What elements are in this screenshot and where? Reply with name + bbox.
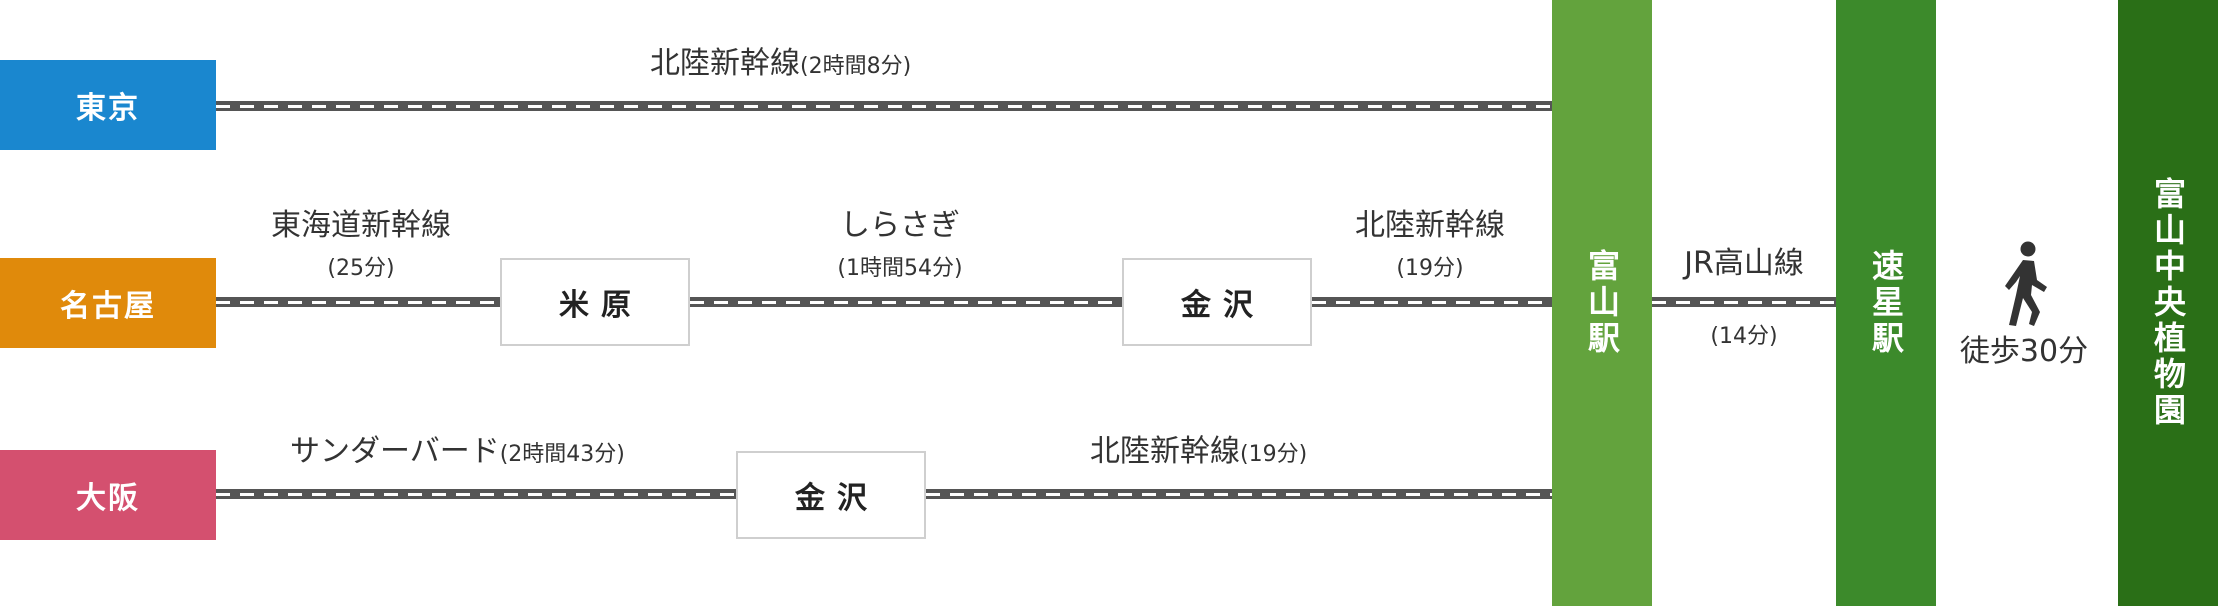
hayahoshi-station-label: 速星駅 <box>1867 249 1905 357</box>
osaka-seg1-line: サンダーバード <box>290 434 500 469</box>
transfer-station-kanazawa-osaka: 金沢 <box>736 451 926 539</box>
hayahoshi-station-bar: 速星駅 <box>1836 0 1936 606</box>
origin-osaka: 大阪 <box>0 450 216 540</box>
track-jr-takayama <box>1652 297 1836 307</box>
osaka-seg2-label: 北陸新幹線(19分) <box>1090 434 1307 470</box>
walking-person-icon <box>1990 240 2060 330</box>
nagoya-seg1-time: (25分) <box>327 256 395 281</box>
toyama-station-bar: 富山駅 <box>1552 0 1652 606</box>
track-nagoya-seg2 <box>690 297 1122 307</box>
toyama-station-label: 富山駅 <box>1583 249 1621 357</box>
tokyo-line-time: (2時間8分) <box>800 54 912 79</box>
transfer-station-maibara: 米原 <box>500 258 690 346</box>
track-osaka-seg2 <box>926 489 1552 499</box>
jr-line-time: (14分) <box>1710 324 1778 349</box>
track-osaka-seg1 <box>216 489 736 499</box>
osaka-seg2-time: (19分) <box>1240 442 1308 467</box>
destination-bar: 富山中央植物園 <box>2118 0 2218 606</box>
track-nagoya-seg3 <box>1312 297 1552 307</box>
tokyo-route-label: 北陸新幹線(2時間8分) <box>650 46 911 82</box>
destination-label: 富山中央植物園 <box>2149 177 2187 429</box>
walk-text: 徒歩30分 <box>1959 334 2089 369</box>
osaka-seg1-time: (2時間43分) <box>499 442 625 467</box>
nagoya-seg1-line: 東海道新幹線 <box>271 208 451 243</box>
nagoya-seg2-time: (1時間54分) <box>837 256 963 281</box>
nagoya-seg3-line: 北陸新幹線 <box>1355 208 1505 243</box>
nagoya-seg3-time: (19分) <box>1396 256 1464 281</box>
osaka-seg2-line: 北陸新幹線 <box>1090 434 1240 469</box>
track-nagoya-seg1 <box>216 297 500 307</box>
osaka-seg1-label: サンダーバード(2時間43分) <box>290 434 625 470</box>
transfer-station-kanazawa-nagoya: 金沢 <box>1122 258 1312 346</box>
origin-tokyo: 東京 <box>0 60 216 150</box>
track-tokyo <box>216 101 1552 111</box>
jr-line-name: JR高山線 <box>1684 246 1804 281</box>
origin-nagoya: 名古屋 <box>0 258 216 348</box>
nagoya-seg2-line: しらさぎ <box>840 208 960 243</box>
tokyo-line-name: 北陸新幹線 <box>650 46 800 81</box>
